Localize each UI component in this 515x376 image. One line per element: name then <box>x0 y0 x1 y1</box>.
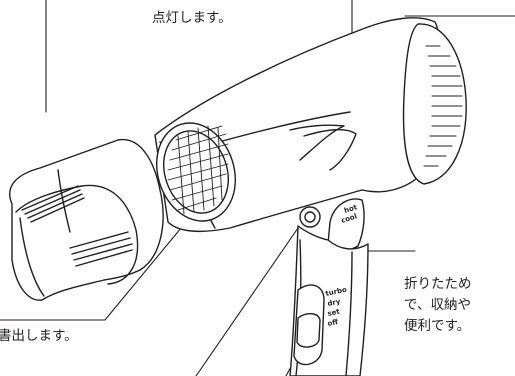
dryer-handle <box>289 225 369 376</box>
mode-switch-knob <box>296 313 321 348</box>
leader-line-bottom-center <box>195 227 299 376</box>
mode-label-dry: dry <box>327 297 342 308</box>
callout-text-bottom: 書出します。 <box>0 328 78 344</box>
callout-text-right: 折りたため で、収納や 便利です。 <box>404 274 472 337</box>
callout-text-right-line-1: 折りたため <box>404 276 472 292</box>
front-outlet <box>155 122 237 222</box>
mode-label-off: off <box>327 318 339 328</box>
leader-line-bottom-left <box>0 221 187 321</box>
temperature-label-hot: hot <box>343 203 359 215</box>
callout-text-right-line-3: 便利です。 <box>404 318 471 334</box>
rear-air-intake <box>402 23 467 185</box>
nozzle-attachment <box>9 138 164 301</box>
callout-text-right-line-2: で、収納や <box>404 297 471 313</box>
callout-text-top: 点灯します。 <box>152 10 232 26</box>
mode-label-set: set <box>327 307 341 318</box>
outlet-grille <box>167 125 229 215</box>
handle-hinge <box>299 198 365 251</box>
